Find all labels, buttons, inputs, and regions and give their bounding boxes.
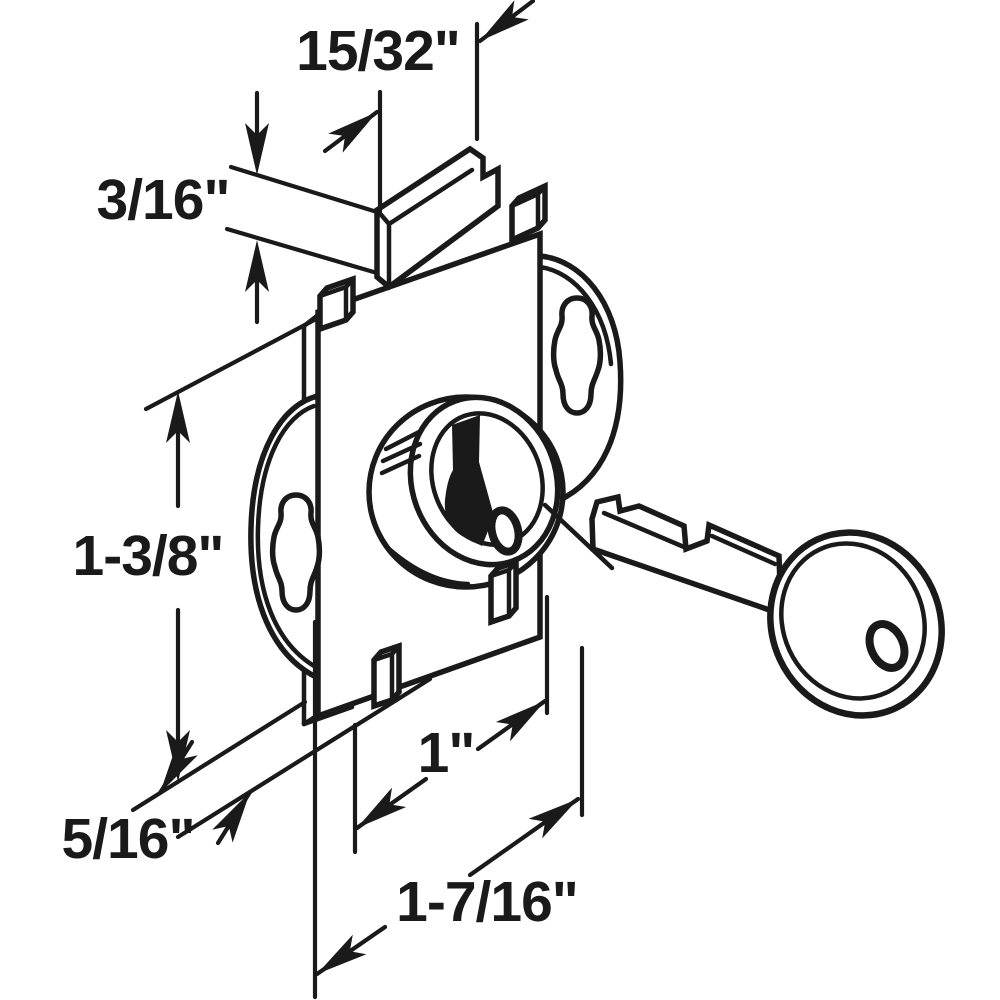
key-bow-hole	[865, 620, 909, 672]
key-bow-inner-line	[779, 541, 927, 701]
dim-label-body-height: 1-3/8"	[73, 524, 224, 588]
key-bow	[767, 529, 945, 719]
dimension-overall-width: 1-7/16"	[312, 619, 585, 1000]
flange-thickness-line	[255, 403, 317, 669]
dim-label-edge-offset: 5/16"	[62, 807, 195, 871]
bottom-peg-right	[488, 558, 519, 626]
dim-label-overall-width: 1-7/16"	[396, 870, 578, 934]
dimension-latch-bolt-width: 15/32"	[296, 0, 536, 214]
dim-label-latch-bolt-projection: 3/16"	[97, 168, 230, 232]
top-edge-tab-right	[509, 181, 548, 245]
mounting-slot-left	[269, 492, 323, 613]
cylinder-hatch-lines	[379, 428, 424, 476]
mounting-slot-right	[550, 295, 604, 416]
cylinder-barrel-line	[386, 546, 471, 587]
key	[589, 493, 945, 719]
keyhole	[444, 415, 494, 546]
dimension-latch-bolt-projection: 3/16"	[97, 90, 380, 325]
top-edge-tab-left	[317, 275, 356, 333]
rivet-hole	[487, 506, 523, 556]
dimension-body-height: 1-3/8"	[73, 315, 321, 813]
flange-thickness-line	[537, 264, 614, 367]
latch-bolt	[374, 145, 501, 291]
key-bit-inner-line	[601, 510, 778, 567]
flange-tail-line	[542, 502, 615, 571]
bottom-peg-left	[371, 642, 402, 710]
dim-label-latch-bolt-width: 15/32"	[296, 19, 460, 83]
dimension-inner-spacing: 1"	[352, 594, 550, 855]
dim-label-inner-spacing: 1"	[418, 721, 475, 785]
dimension-edge-offset: 5/16"	[62, 676, 433, 871]
